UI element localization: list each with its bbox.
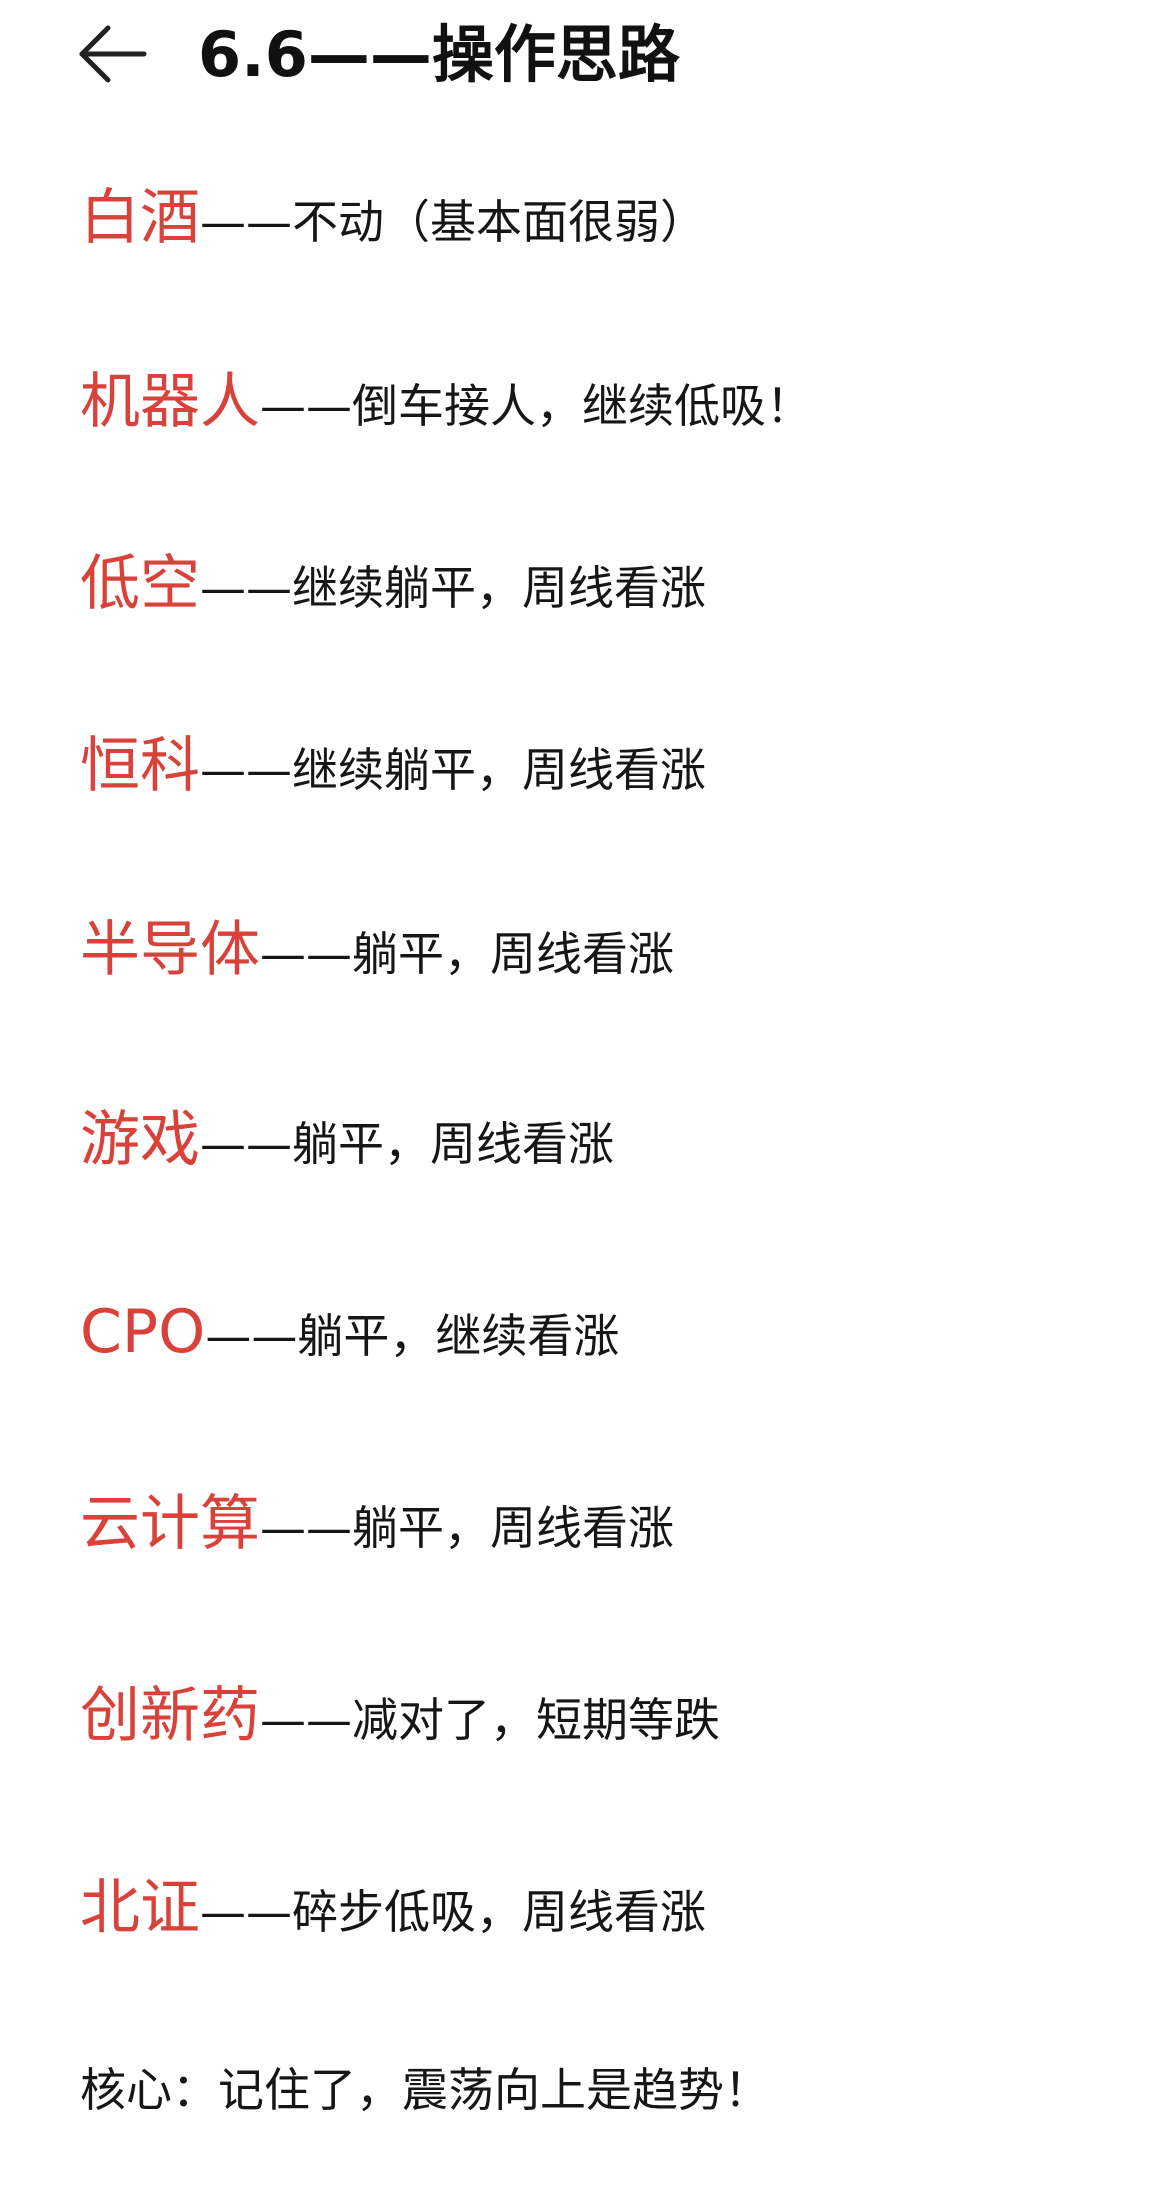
header: 6.6——操作思路 bbox=[0, 0, 1172, 112]
list-item: 游戏 ——躺平，周线看涨 bbox=[80, 1100, 614, 1184]
list-item: 云计算 ——躺平，周线看涨 bbox=[80, 1484, 674, 1568]
sector-name: 恒科 bbox=[80, 731, 200, 801]
sector-name: CPO bbox=[80, 1297, 206, 1367]
sector-note: ——继续躺平，周线看涨 bbox=[200, 561, 706, 615]
list-item: 机器人 ——倒车接人，继续低吸！ bbox=[80, 362, 812, 446]
sector-note: ——躺平，继续看涨 bbox=[205, 1309, 620, 1363]
sector-name: 白酒 bbox=[80, 183, 200, 253]
sector-name: 半导体 bbox=[80, 915, 260, 985]
list-item: 低空 ——继续躺平，周线看涨 bbox=[80, 544, 706, 628]
list-item: CPO ——躺平，继续看涨 bbox=[80, 1292, 619, 1376]
list-item: 创新药 ——减对了，短期等跌 bbox=[80, 1676, 720, 1760]
sector-note: ——躺平，周线看涨 bbox=[260, 1501, 674, 1555]
sector-note: ——躺平，周线看涨 bbox=[260, 927, 674, 981]
sector-note: ——躺平，周线看涨 bbox=[200, 1117, 614, 1171]
sector-name: 北证 bbox=[80, 1873, 200, 1943]
sector-note: ——倒车接人，继续低吸！ bbox=[260, 379, 812, 433]
sector-note: ——继续躺平，周线看涨 bbox=[200, 743, 706, 797]
sector-name: 游戏 bbox=[80, 1105, 200, 1175]
sector-note: ——减对了，短期等跌 bbox=[260, 1693, 720, 1747]
list-item: 白酒 ——不动（基本面很弱） bbox=[80, 178, 706, 262]
sector-name: 创新药 bbox=[80, 1681, 260, 1751]
sector-name: 低空 bbox=[80, 549, 200, 619]
sector-name: 云计算 bbox=[80, 1489, 260, 1559]
sector-note: ——碎步低吸，周线看涨 bbox=[200, 1885, 706, 1939]
page-title: 6.6——操作思路 bbox=[198, 18, 680, 91]
sector-note: ——不动（基本面很弱） bbox=[200, 195, 706, 249]
back-button[interactable] bbox=[78, 18, 158, 90]
list-item: 北证 ——碎步低吸，周线看涨 bbox=[80, 1868, 706, 1952]
core-summary: 核心：记住了，震荡向上是趋势！ bbox=[80, 2063, 770, 2117]
arrow-left-icon bbox=[78, 24, 148, 84]
sector-name: 机器人 bbox=[80, 367, 260, 437]
list-item: 半导体 ——躺平，周线看涨 bbox=[80, 910, 674, 994]
list-item: 恒科 ——继续躺平，周线看涨 bbox=[80, 726, 706, 810]
